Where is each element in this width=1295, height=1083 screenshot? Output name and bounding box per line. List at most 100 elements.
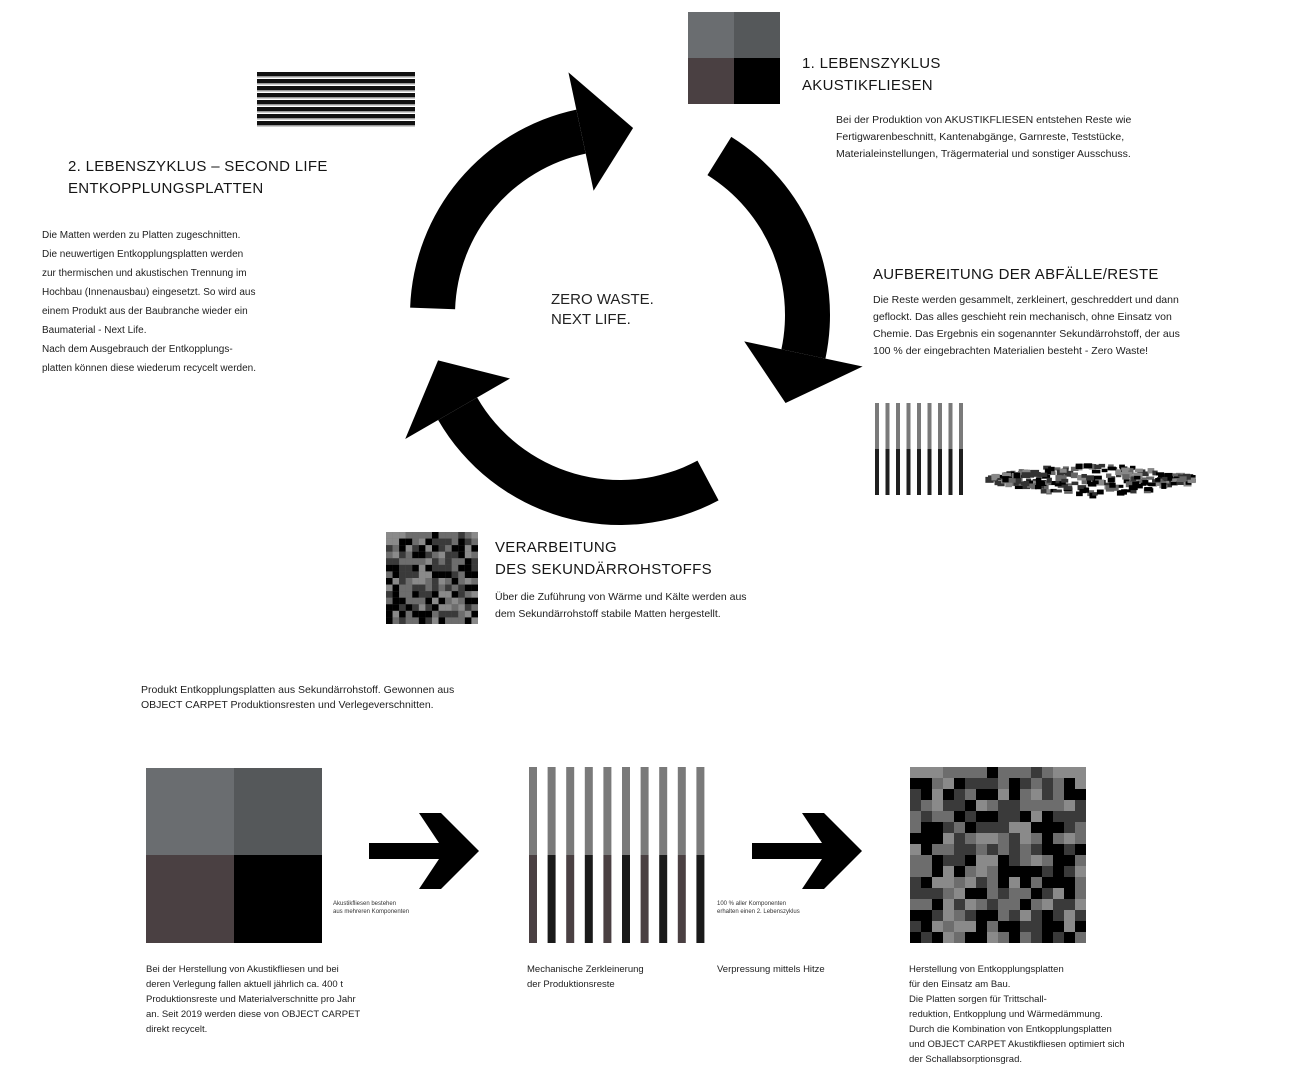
mat-cell xyxy=(464,578,472,585)
flake xyxy=(1141,477,1148,481)
mat-cell xyxy=(412,538,419,546)
mat-cell xyxy=(405,597,413,605)
flake xyxy=(1070,472,1078,479)
strip xyxy=(547,767,556,855)
mat-cell xyxy=(405,610,413,618)
mat-cell xyxy=(399,538,406,546)
mat-cell xyxy=(432,597,439,605)
mat-cell xyxy=(438,617,446,624)
mat-cell xyxy=(405,532,413,539)
flake xyxy=(1002,476,1010,483)
mat-cell xyxy=(432,551,439,559)
mat-cell xyxy=(932,910,943,921)
flake xyxy=(994,480,1001,486)
mat-cell xyxy=(954,932,965,943)
mat-cell xyxy=(405,578,413,585)
mat-cell xyxy=(432,591,439,598)
caption-line: der Produktionsreste xyxy=(527,979,615,990)
mat-cell xyxy=(1042,822,1053,833)
mat-cell xyxy=(412,591,419,598)
mat-cell xyxy=(1075,932,1086,943)
flake xyxy=(1131,476,1137,482)
mat-cell xyxy=(464,571,472,578)
flake xyxy=(1137,483,1143,489)
mat-cell xyxy=(932,822,943,833)
flake xyxy=(1027,472,1035,478)
mat-cell xyxy=(392,551,400,559)
mat-cell xyxy=(910,888,921,899)
mat-cell xyxy=(392,591,400,598)
mat-cell xyxy=(998,778,1009,789)
mat-cell xyxy=(418,532,426,539)
lifecycle-note-line: 100 % aller Komponenten xyxy=(717,901,787,907)
mat-cell xyxy=(954,855,965,866)
mat-cell xyxy=(921,932,932,943)
mat-cell xyxy=(438,545,446,552)
flake xyxy=(1156,482,1164,486)
mat-cell xyxy=(1009,800,1020,811)
section4-text-line: Die Matten werden zu Platten zugeschnitt… xyxy=(42,230,241,241)
mat-cell xyxy=(1009,866,1020,877)
mat-cell xyxy=(425,532,432,539)
mat-cell xyxy=(998,877,1009,888)
strip xyxy=(677,855,686,943)
mat-cell xyxy=(471,551,478,559)
mat-cell xyxy=(445,538,452,546)
mat-cell xyxy=(932,877,943,888)
mat-cell xyxy=(438,591,446,598)
section4-text-line: Die neuwertigen Entkopplungsplatten werd… xyxy=(42,249,244,260)
mat-cell xyxy=(1031,833,1042,844)
mat-cell xyxy=(412,597,419,605)
mat-cell xyxy=(943,822,954,833)
mat-cell xyxy=(425,597,432,605)
mat-cell xyxy=(405,551,413,559)
caption-decoupling-plates: Herstellung von Entkopplungsplatten für … xyxy=(909,962,1125,1067)
flake xyxy=(1176,478,1185,483)
mat-cell xyxy=(458,584,465,592)
mat-cell xyxy=(1075,877,1086,888)
mat-cell xyxy=(910,899,921,910)
caption-line: Durch die Kombination von Entkopplungspl… xyxy=(909,1024,1112,1035)
mat-cell xyxy=(412,578,419,585)
flake xyxy=(1081,473,1087,478)
mat-cell xyxy=(451,532,459,539)
stacked-plates-icon xyxy=(257,72,415,127)
mat-cell xyxy=(932,800,943,811)
mat-cell xyxy=(921,778,932,789)
mat-cell xyxy=(921,866,932,877)
mat-cell xyxy=(425,558,432,565)
mat-cell xyxy=(464,597,472,605)
mat-cell xyxy=(932,921,943,932)
stripe xyxy=(885,449,890,495)
flake xyxy=(1163,482,1172,488)
mat-cell xyxy=(965,844,976,855)
mat-cell xyxy=(412,584,419,592)
strip xyxy=(677,767,686,855)
mat-cell xyxy=(471,610,478,618)
mat-cell xyxy=(998,800,1009,811)
flake xyxy=(1133,472,1141,479)
flake xyxy=(1061,483,1068,487)
flake xyxy=(1015,477,1022,484)
mat-cell xyxy=(954,789,965,800)
mat-cell xyxy=(399,545,406,552)
mat-cell xyxy=(954,910,965,921)
flake xyxy=(1121,467,1130,471)
mat-cell xyxy=(471,564,478,572)
mat-cell xyxy=(1064,822,1075,833)
section1-title-line: AKUSTIKFLIESEN xyxy=(802,77,933,94)
mat-cell xyxy=(386,551,393,559)
mat-cell xyxy=(1064,833,1075,844)
tile-quadrant xyxy=(234,768,322,855)
mat-cell xyxy=(1064,844,1075,855)
flake xyxy=(1053,489,1062,493)
mat-cell xyxy=(425,591,432,598)
mat-cell xyxy=(1042,767,1053,778)
mat-cell xyxy=(1031,866,1042,877)
flake xyxy=(1054,483,1064,487)
mat-cell xyxy=(438,551,446,559)
tile-quadrant xyxy=(146,768,234,855)
mat-cell xyxy=(386,545,393,552)
flake xyxy=(1130,480,1137,484)
mat-cell xyxy=(965,833,976,844)
